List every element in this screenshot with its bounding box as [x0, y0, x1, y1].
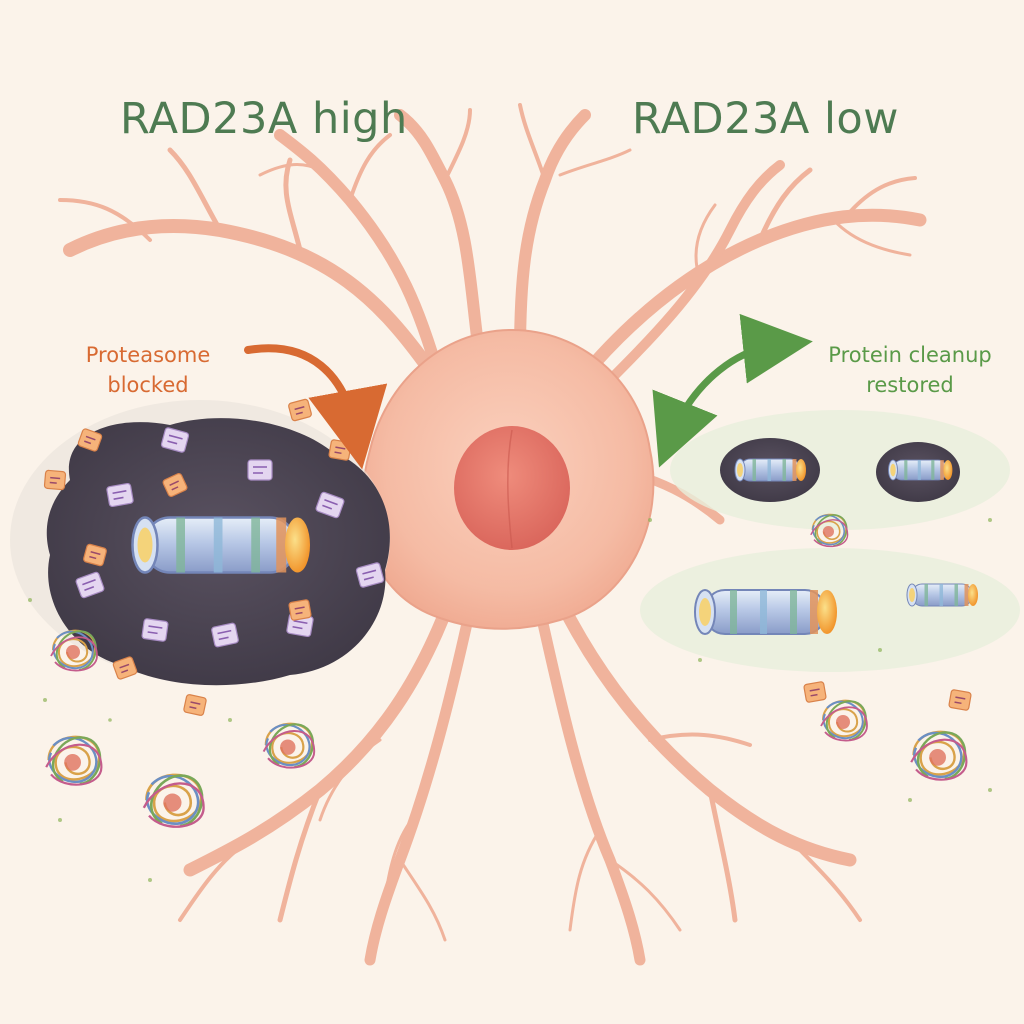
condition-heading-low: RAD23A low [632, 94, 899, 144]
misfolded-proteins-right [802, 680, 973, 781]
caption-line: restored [866, 373, 954, 397]
protein-aggregate-blocked [10, 397, 390, 717]
caption-line: blocked [107, 373, 189, 397]
nucleus [454, 426, 570, 550]
debris-speckles [28, 518, 992, 882]
double-headed-curved-arrow-icon [652, 313, 813, 468]
caption-line: Protein cleanup [828, 343, 992, 367]
curved-arrow-down-icon [244, 344, 388, 470]
dendrites [58, 103, 927, 966]
cleanup-restored-caption: Protein cleanup restored [800, 340, 1020, 400]
proteasome-blocked-caption: Proteasome blocked [58, 340, 238, 400]
caption-line: Proteasome [85, 343, 211, 367]
cleared-zone-upper [670, 410, 1010, 548]
condition-heading-high: RAD23A high [120, 94, 408, 144]
cleared-zone-lower [640, 548, 1020, 672]
